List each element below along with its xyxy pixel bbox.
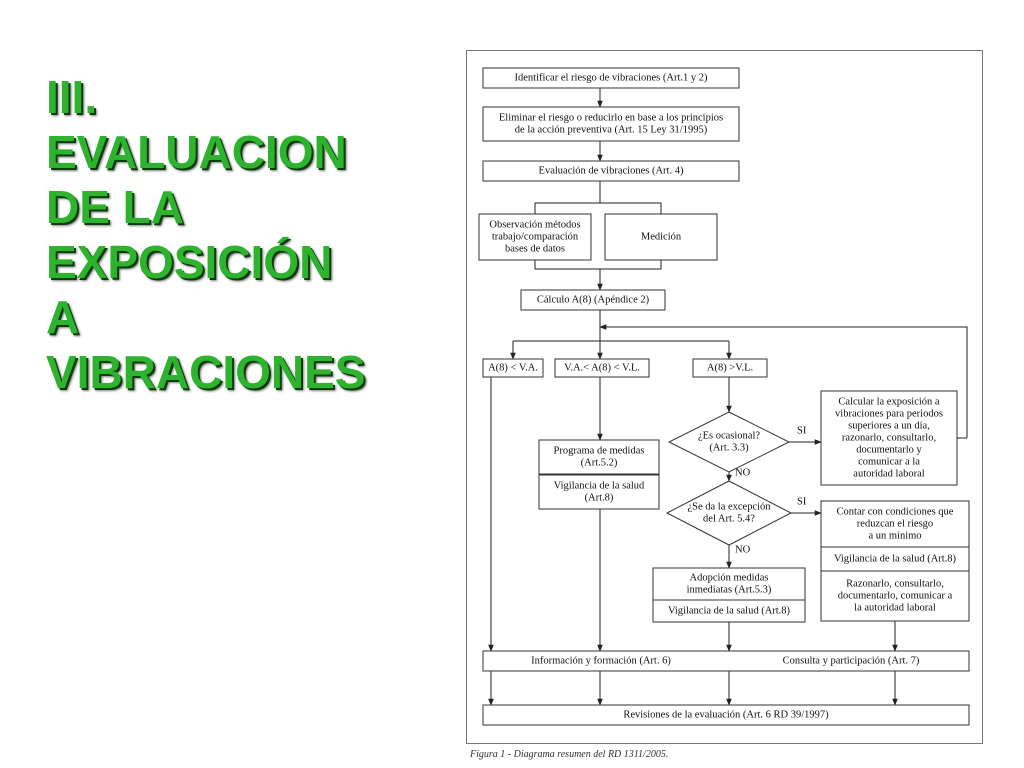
program-measures-box: Programa de medidas(Art.5.2) — [538, 439, 660, 475]
yes-label-occasional: SI — [797, 425, 807, 436]
figure-caption: Figura 1 - Diagrama resumen del RD 1311/… — [470, 749, 669, 760]
node-text: reduzcan el riesgo — [857, 518, 933, 529]
surveillance-art8-box-a: Vigilancia de la salud (Art.8) — [820, 546, 970, 572]
branch-between-box: V.A.< A(8) < V.L. — [554, 358, 650, 378]
node-text: la autoridad laboral — [854, 602, 936, 613]
evaluation-box: Evaluación de vibraciones (Art. 4) — [482, 160, 740, 182]
node-text: (Art.8) — [585, 492, 614, 503]
node-text: ¿Es ocasional? — [698, 430, 760, 441]
health-surveillance-box: Vigilancia de la salud(Art.8) — [538, 474, 660, 510]
node-text: documentarlo, comunicar a — [838, 590, 953, 601]
node-text: trabajo/comparación — [492, 231, 579, 242]
node-text: (Art.5.2) — [581, 457, 618, 468]
node-text: a un mínimo — [868, 530, 921, 541]
no-label-occasional: NO — [735, 467, 751, 478]
node-text: Programa de medidas — [554, 445, 645, 456]
identify-risk-box: Identificar el riesgo de vibraciones (Ar… — [482, 67, 740, 89]
node-text: documentarlo y — [856, 444, 922, 455]
title-line: EXPOSICIÓN — [46, 236, 333, 288]
report-authority-box: Razonarlo, consultarlo,documentarlo, com… — [820, 570, 970, 622]
node-text: Cálculo A(8) (Apéndice 2) — [537, 294, 650, 305]
node-text: de la acción preventiva (Art. 15 Ley 31/… — [515, 124, 708, 135]
revisions-box: Revisiones de la evaluación (Art. 6 RD 3… — [482, 704, 970, 726]
node-text: Vigilancia de la salud — [554, 480, 645, 491]
node-text: Evaluación de vibraciones (Art. 4) — [539, 165, 684, 176]
node-text: V.A.< A(8) < V.L. — [564, 362, 640, 373]
node-text: Consulta y participación (Art. 7) — [783, 655, 920, 666]
node-text: A(8) >V.L. — [707, 362, 753, 373]
title-line: EVALUACION — [46, 126, 347, 178]
occasional-decision: ¿Es ocasional?(Art. 3.3) — [667, 411, 791, 473]
measurement-box: Medición — [604, 213, 718, 261]
flow-connectors — [488, 88, 968, 706]
node-text: autoridad laboral — [853, 468, 925, 479]
title-line: III. — [46, 71, 98, 123]
figure-frame: Identificar el riesgo de vibraciones (Ar… — [466, 50, 983, 744]
node-text: Eliminar el riesgo o reducirlo en base a… — [499, 112, 723, 123]
node-text: Vigilancia de la salud (Art.8) — [834, 553, 957, 564]
node-text: ¿Se da la excepción — [687, 501, 771, 512]
node-text: Revisiones de la evaluación (Art. 6 RD 3… — [623, 709, 829, 720]
flowchart: Identificar el riesgo de vibraciones (Ar… — [478, 67, 970, 726]
no-label-exception: NO — [735, 544, 751, 555]
branch-above-vl-box: A(8) >V.L. — [692, 358, 768, 378]
node-text: inmediatas (Art.5.3) — [687, 584, 772, 595]
node-text: del Art. 5.4? — [703, 513, 755, 524]
title-line: VIBRACIONES — [46, 346, 366, 398]
node-text: Identificar el riesgo de vibraciones (Ar… — [514, 72, 708, 83]
surveillance-art8-box-b: Vigilancia de la salud (Art.8) — [652, 599, 806, 623]
branch-below-va-box: A(8) < V.A. — [482, 358, 544, 378]
node-text: Información y formación (Art. 6) — [531, 655, 671, 666]
node-text: Razonarlo, consultarlo, — [846, 578, 944, 589]
information-box: Información y formación (Art. 6) Consulta… — [482, 650, 970, 672]
node-text: (Art. 3.3) — [709, 442, 749, 453]
node-text: Adopción medidas — [689, 572, 768, 583]
node-text: vibraciones para periodos — [835, 408, 943, 419]
calculation-box: Cálculo A(8) (Apéndice 2) — [520, 289, 666, 311]
node-text: A(8) < V.A. — [488, 362, 538, 373]
node-text: Contar con condiciones que — [837, 506, 954, 517]
node-text: Vigilancia de la salud (Art.8) — [668, 605, 791, 616]
node-text: Calcular la exposición a — [838, 396, 940, 407]
title-line: DE LA — [46, 181, 184, 233]
node-text: razonarlo, consultarlo, — [842, 432, 936, 443]
eliminate-risk-box: Eliminar el riesgo o reducirlo en base a… — [482, 106, 740, 142]
node-text: Observación métodos — [489, 219, 580, 230]
node-text: Medición — [641, 231, 682, 242]
title-line: A — [46, 291, 80, 343]
yes-label-exception: SI — [797, 496, 807, 507]
node-text: bases de datos — [505, 243, 565, 254]
node-text: comunicar a la — [858, 456, 920, 467]
node-text: superiores a un día, — [848, 420, 930, 431]
observation-box: Observación métodostrabajo/comparaciónba… — [478, 213, 592, 261]
